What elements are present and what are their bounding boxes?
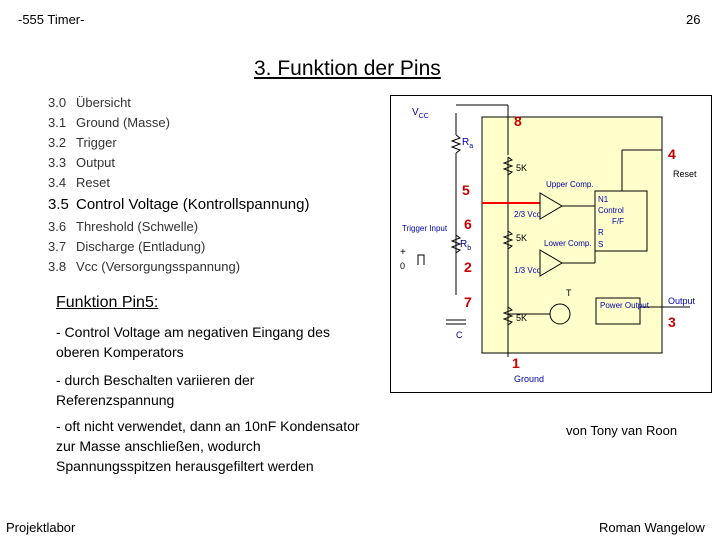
pin-8-label: 8 [514, 113, 522, 129]
pin-3-label: 3 [668, 314, 676, 330]
footer-right: Roman Wangelow [599, 520, 705, 535]
page-title: 3. Funktion der Pins [254, 57, 441, 80]
svg-text:5K: 5K [516, 313, 527, 323]
header-left: -555 Timer- [18, 12, 85, 27]
svg-text:5K: 5K [516, 163, 527, 173]
bullet-2: - durch Beschalten variieren der Referen… [56, 372, 255, 408]
svg-text:5K: 5K [516, 233, 527, 243]
pin-6-label: 6 [464, 216, 472, 232]
flip-flop [594, 190, 648, 252]
svg-text:C: C [456, 330, 463, 340]
svg-text:S: S [598, 240, 603, 249]
pin-1-label: 1 [512, 355, 520, 371]
svg-text:Trigger Input: Trigger Input [402, 224, 448, 233]
lower-comparator [539, 249, 563, 277]
svg-text:Rb: Rb [460, 239, 471, 252]
transistor [549, 303, 571, 325]
bullet-3: - oft nicht verwendet, dann an 10nF Kond… [56, 418, 360, 474]
svg-text:0: 0 [400, 261, 405, 271]
page-number: 26 [686, 12, 701, 27]
credit: von Tony van Roon [566, 423, 678, 438]
pin-7-label: 7 [464, 294, 472, 310]
svg-text:Ra: Ra [462, 137, 473, 150]
svg-text:T: T [566, 288, 572, 298]
pin-2-label: 2 [464, 259, 472, 275]
pin-4-label: 4 [668, 146, 676, 162]
svg-text:2/3 Vcc: 2/3 Vcc [514, 210, 541, 219]
svg-text:Upper Comp.: Upper Comp. [546, 180, 594, 189]
svg-text:R: R [598, 228, 604, 237]
svg-text:Lower Comp.: Lower Comp. [544, 239, 592, 248]
svg-text:Ground: Ground [514, 374, 544, 384]
svg-text:Control: Control [598, 206, 624, 215]
svg-text:N1: N1 [598, 195, 609, 204]
svg-text:Reset: Reset [673, 169, 697, 179]
pin-5-label: 5 [462, 182, 470, 198]
svg-text:VCC: VCC [412, 107, 429, 120]
svg-text:F/F: F/F [612, 217, 624, 226]
svg-text:Power Output: Power Output [600, 301, 650, 310]
svg-text:Output: Output [668, 296, 696, 306]
svg-text:+: + [400, 247, 406, 258]
svg-text:1/3 Vcc: 1/3 Vcc [514, 266, 541, 275]
power-output-block [595, 297, 641, 325]
timer-555-diagram: VCC 8 Ra 5K 4 Reset 5 Upper Comp. 2/3 Vc… [390, 95, 712, 393]
upper-comparator [539, 192, 563, 220]
footer-left: Projektlabor [6, 520, 76, 535]
section-title: Funktion Pin5: [56, 294, 159, 311]
bullet-1: - Control Voltage am negativen Eingang d… [56, 324, 330, 360]
